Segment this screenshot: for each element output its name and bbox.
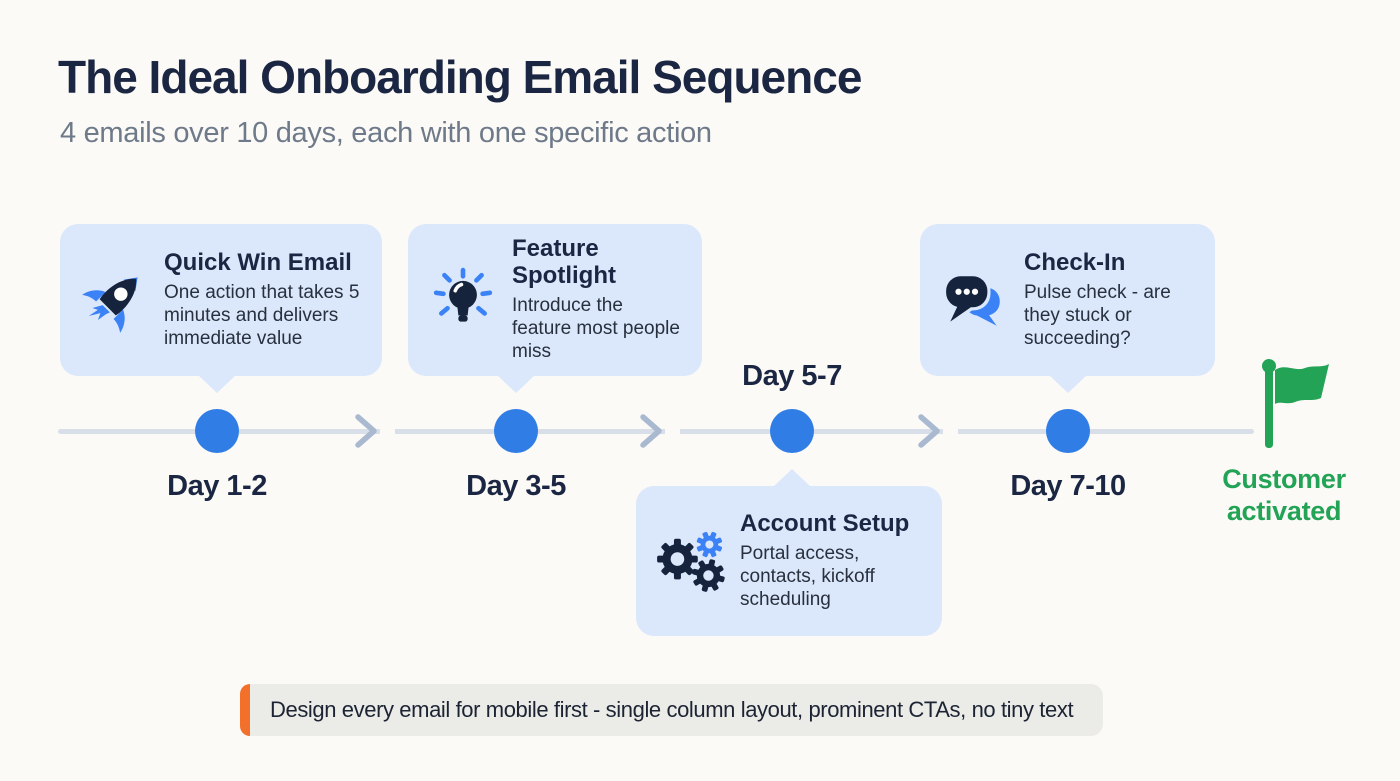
- step-card-feature-spotlight: Feature Spotlight Introduce the feature …: [408, 224, 702, 393]
- timeline-node-account-setup: [770, 409, 814, 453]
- note-accent-bar: [240, 684, 250, 736]
- rocket-icon: [80, 267, 150, 333]
- arrow-right-icon: [355, 414, 377, 448]
- card-pointer: [1049, 375, 1087, 393]
- flag-icon: [1262, 359, 1329, 448]
- timeline-gap: [380, 427, 395, 436]
- step-card-check-in: Check-In Pulse check - are they stuck or…: [920, 224, 1215, 393]
- day-label-4: Day 7-10: [1010, 470, 1126, 502]
- card-title: Feature Spotlight: [512, 235, 616, 289]
- end-marker-label: Customer activated: [1222, 464, 1346, 526]
- card-text: Account Setup Portal access, contacts, k…: [740, 509, 922, 612]
- mobile-first-note: Design every email for mobile first - si…: [240, 684, 1104, 736]
- card-title: Quick Win Email: [164, 248, 352, 276]
- card-title: Account Setup: [740, 509, 910, 537]
- card-pointer: [497, 375, 535, 393]
- card-text: Feature Spotlight Introduce the feature …: [512, 236, 682, 363]
- page-title: The Ideal Onboarding Email Sequence: [58, 51, 862, 103]
- timeline-node-quick-win: [195, 409, 239, 453]
- note-text: Design every email for mobile first - si…: [270, 697, 1074, 722]
- timeline-node-check-in: [1046, 409, 1090, 453]
- step-card-account-setup: Account Setup Portal access, contacts, k…: [636, 469, 942, 636]
- card-text: Check-In Pulse check - are they stuck or…: [1024, 248, 1195, 351]
- card-description: Portal access, contacts, kickoff schedul…: [740, 543, 875, 610]
- gears-icon: [656, 530, 726, 592]
- day-label-1: Day 1-2: [167, 470, 267, 502]
- arrow-right-icon: [640, 414, 662, 448]
- day-label-2: Day 3-5: [466, 470, 566, 502]
- chat-bubbles-icon: [940, 269, 1010, 331]
- timeline-gap: [943, 427, 958, 436]
- lightbulb-icon: [428, 267, 498, 333]
- card-description: Pulse check - are they stuck or succeedi…: [1024, 282, 1171, 349]
- card-description: One action that takes 5 minutes and deli…: [164, 282, 360, 349]
- timeline-gap: [665, 427, 680, 436]
- page-subtitle: 4 emails over 10 days, each with one spe…: [60, 117, 712, 149]
- step-card-quick-win: Quick Win Email One action that takes 5 …: [60, 224, 382, 393]
- card-title: Check-In: [1024, 248, 1126, 276]
- day-label-3: Day 5-7: [742, 360, 842, 392]
- card-pointer: [773, 469, 811, 487]
- timeline-node-feature-spotlight: [494, 409, 538, 453]
- arrow-right-icon: [918, 414, 940, 448]
- card-description: Introduce the feature most people miss: [512, 295, 680, 362]
- card-text: Quick Win Email One action that takes 5 …: [164, 248, 362, 351]
- card-pointer: [198, 375, 236, 393]
